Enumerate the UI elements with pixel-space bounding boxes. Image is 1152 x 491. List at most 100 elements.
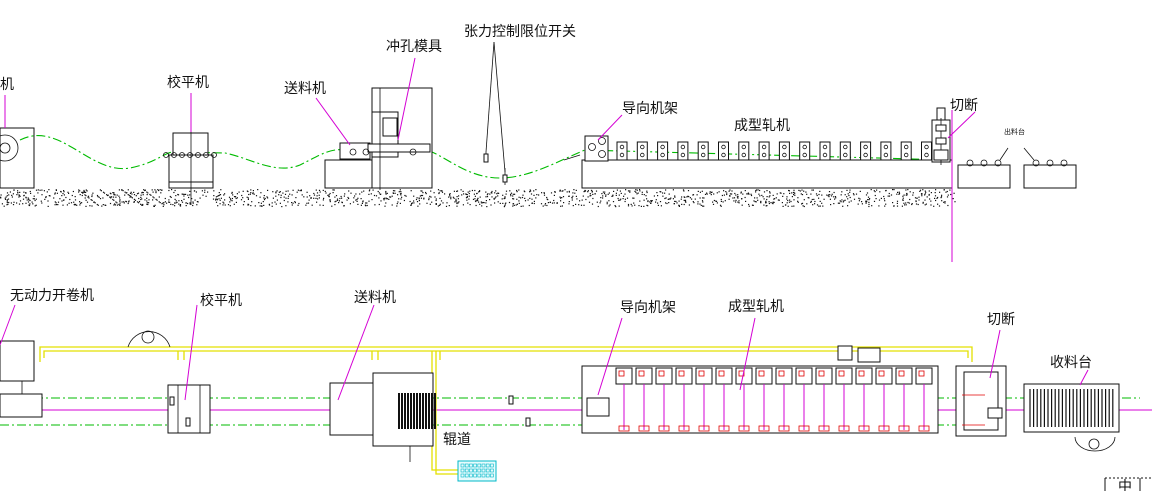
floor-speck — [295, 197, 297, 199]
floor-speck — [702, 197, 704, 199]
floor-speck — [22, 203, 24, 205]
floor-speck — [729, 195, 731, 197]
floor-speck — [813, 198, 815, 200]
floor-speck — [554, 191, 556, 193]
floor-speck — [380, 193, 382, 195]
floor-speck — [263, 197, 265, 199]
floor-speck — [878, 205, 880, 207]
floor-speck — [847, 205, 849, 207]
floor-speck — [683, 203, 685, 206]
floor-speck — [397, 201, 399, 203]
floor-speck — [635, 189, 637, 191]
floor-speck — [485, 196, 487, 198]
floor-speck — [216, 199, 218, 201]
floor-speck — [37, 192, 39, 194]
floor-speck — [158, 189, 160, 192]
floor-speck — [118, 189, 120, 191]
floor-speck — [823, 198, 825, 200]
floor-speck — [911, 203, 913, 205]
floor-speck — [680, 198, 682, 200]
floor-speck — [510, 192, 513, 194]
floor-speck — [723, 190, 725, 192]
floor-speck — [386, 198, 389, 200]
floor-speck — [575, 203, 577, 205]
floor-speck — [16, 194, 18, 196]
floor-speck — [113, 199, 115, 201]
top-roll-former-label: 成型轧机 — [728, 299, 784, 315]
floor-speck — [728, 190, 730, 192]
floor-speck — [772, 201, 774, 203]
floor-speck — [229, 205, 231, 207]
floor-speck — [267, 197, 269, 199]
floor-speck — [901, 205, 903, 207]
floor-speck — [229, 198, 231, 200]
floor-speck — [6, 200, 8, 202]
floor-speck — [434, 196, 436, 198]
floor-speck — [650, 202, 652, 204]
floor-speck — [694, 198, 696, 200]
floor-speck — [530, 193, 533, 195]
floor-speck — [623, 195, 625, 197]
floor-speck — [801, 202, 804, 204]
floor-speck — [750, 194, 753, 197]
floor-speck — [674, 200, 676, 202]
floor-speck — [902, 199, 904, 201]
floor-speck — [540, 203, 543, 205]
floor-speck — [140, 198, 142, 201]
floor-speck — [573, 189, 575, 191]
floor-speck — [467, 202, 469, 204]
console-key — [477, 463, 482, 468]
floor-speck — [218, 198, 220, 200]
floor-speck — [660, 205, 662, 207]
floor-speck — [789, 199, 791, 201]
floor-speck — [85, 195, 87, 197]
floor-speck — [383, 199, 385, 201]
floor-speck — [659, 201, 662, 203]
floor-speck — [259, 196, 261, 198]
console-key — [464, 473, 469, 478]
floor-speck — [250, 189, 252, 191]
floor-speck — [688, 196, 690, 198]
floor-speck — [234, 196, 236, 198]
floor-speck — [782, 205, 784, 207]
floor-speck — [779, 192, 781, 194]
floor-speck — [811, 198, 813, 201]
floor-speck — [494, 197, 496, 199]
floor-speck — [934, 195, 937, 197]
floor-speck — [421, 190, 423, 192]
floor-speck — [911, 203, 913, 206]
side-roll-former-label: 成型轧机 — [734, 118, 790, 134]
floor-speck — [783, 193, 785, 195]
floor-speck — [713, 193, 715, 195]
floor-speck — [505, 202, 507, 204]
floor-speck — [797, 201, 799, 203]
console-key — [477, 468, 482, 473]
floor-speck — [115, 201, 117, 203]
floor-speck — [639, 190, 641, 192]
floor-speck — [419, 195, 421, 197]
floor-speck — [747, 193, 749, 195]
floor-speck — [578, 204, 580, 206]
floor-speck — [576, 198, 578, 200]
floor-speck — [29, 190, 31, 193]
floor-speck — [338, 200, 340, 202]
floor-speck — [602, 195, 604, 197]
floor-speck — [100, 190, 102, 192]
leader-switch-a — [485, 41, 495, 153]
floor-speck — [60, 191, 62, 193]
floor-speck — [518, 200, 520, 202]
floor-speck — [41, 194, 43, 196]
floor-speck — [127, 202, 129, 205]
floor-speck — [162, 205, 164, 207]
floor-speck — [404, 194, 406, 197]
floor-speck — [786, 196, 788, 198]
floor-speck — [405, 195, 407, 197]
floor-speck — [289, 193, 291, 195]
floor-speck — [297, 189, 299, 191]
floor-speck — [520, 205, 522, 207]
floor-speck — [907, 201, 909, 204]
floor-speck — [688, 204, 690, 206]
floor-speck — [486, 196, 489, 198]
floor-speck — [837, 202, 839, 204]
floor-speck — [441, 191, 444, 193]
